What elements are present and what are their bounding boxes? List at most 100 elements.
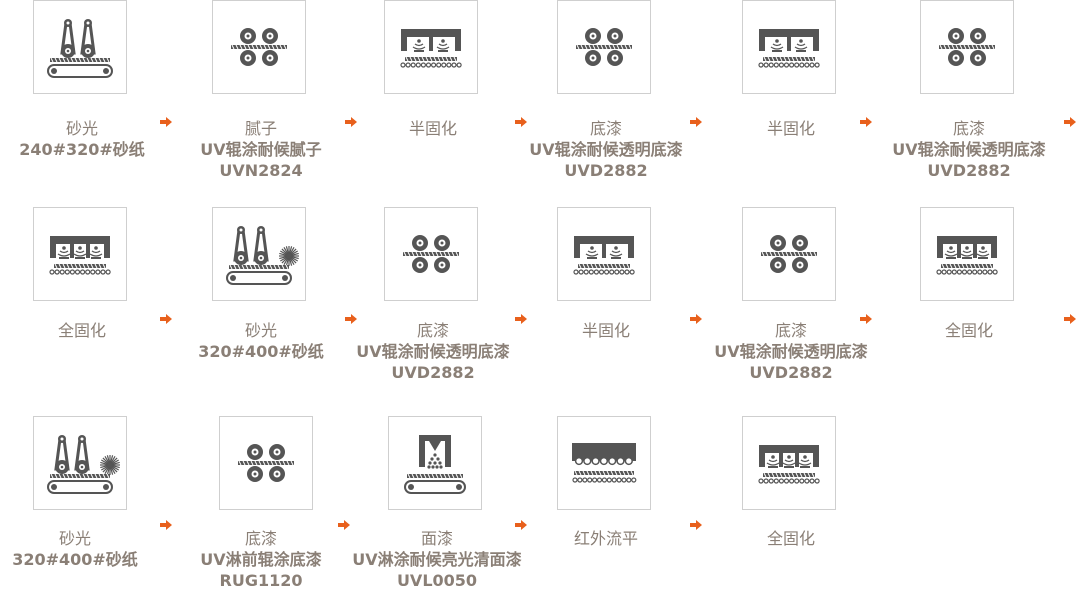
flow-arrow-icon <box>345 314 357 324</box>
step-label: 底漆 UV辊涂耐候透明底漆 UVD2882 <box>496 118 716 181</box>
step-icon-box <box>33 207 127 301</box>
step-detail: UVD2882 <box>564 161 648 180</box>
step-name: 底漆 <box>416 321 449 340</box>
step-name: 底漆 <box>244 529 277 548</box>
flow-arrow-icon <box>690 520 702 530</box>
sander-brush-icon <box>47 435 120 494</box>
step-name: 底漆 <box>774 321 807 340</box>
flow-arrow-icon <box>160 117 172 127</box>
step-detail: UV淋前辊涂底漆 <box>200 550 322 569</box>
uv-lamp-2-icon <box>758 29 820 68</box>
step-name: 红外流平 <box>573 529 638 548</box>
step-label: 红外流平 <box>496 528 716 549</box>
step-label: 砂光 320#400#砂纸 <box>151 320 371 362</box>
sander-belt-icon <box>47 19 113 78</box>
flow-arrow-icon <box>515 314 527 324</box>
step-name: 半固化 <box>408 119 457 138</box>
step-icon-box <box>384 0 478 94</box>
flow-arrow-icon <box>515 117 527 127</box>
step-icon-box <box>557 416 651 510</box>
step-detail: RUG1120 <box>219 571 303 590</box>
step-icon-box <box>212 0 306 94</box>
step-label: 面漆 UV淋涂耐候亮光清面漆 UVL0050 <box>327 528 547 591</box>
flow-arrow-icon <box>860 117 872 127</box>
step-name: 半固化 <box>766 119 815 138</box>
roller-coater-icon <box>238 444 294 482</box>
step-detail: UV辊涂耐候透明底漆 <box>529 140 683 159</box>
roller-coater-icon <box>231 28 287 66</box>
flow-arrow-icon <box>338 520 350 530</box>
step-icon-box <box>557 0 651 94</box>
step-label: 腻子 UV辊涂耐候腻子 UVN2824 <box>151 118 371 181</box>
step-icon-box <box>742 416 836 510</box>
step-detail: UV辊涂耐候透明底漆 <box>892 140 1046 159</box>
step-label: 砂光 320#400#砂纸 <box>0 528 185 570</box>
step-name: 砂光 <box>58 529 91 548</box>
step-detail: UV辊涂耐候腻子 <box>200 140 322 159</box>
uv-lamp-3-icon <box>758 445 820 484</box>
uv-lamp-2-icon <box>400 29 462 68</box>
step-label: 半固化 <box>323 118 543 139</box>
step-detail: UVD2882 <box>927 161 1011 180</box>
step-detail: UVL0050 <box>396 571 478 590</box>
roller-coater-icon <box>939 28 995 66</box>
step-detail: 320#400#砂纸 <box>12 550 138 569</box>
step-name: 砂光 <box>65 119 98 138</box>
step-icon-box <box>33 416 127 510</box>
step-icon-box <box>920 0 1014 94</box>
step-detail: UVD2882 <box>749 363 833 382</box>
step-icon-box <box>33 0 127 94</box>
roller-coater-icon <box>761 235 817 273</box>
roller-coater-icon <box>403 235 459 273</box>
step-icon-box <box>742 0 836 94</box>
sander-brush-icon <box>226 226 299 285</box>
uv-lamp-3-icon <box>936 236 998 275</box>
step-icon-box <box>557 207 651 301</box>
step-detail: UV辊涂耐候透明底漆 <box>356 342 510 361</box>
step-detail: UV淋涂耐候亮光清面漆 <box>352 550 522 569</box>
step-label: 底漆 UV辊涂耐候透明底漆 UVD2882 <box>681 320 901 383</box>
step-label: 半固化 <box>496 320 716 341</box>
step-name: 底漆 <box>952 119 985 138</box>
step-icon-box <box>742 207 836 301</box>
flow-arrow-icon <box>515 520 527 530</box>
uv-lamp-2-icon <box>573 236 635 275</box>
step-name: 腻子 <box>244 119 277 138</box>
step-label: 砂光 240#320#砂纸 <box>0 118 192 160</box>
step-label: 底漆 UV淋前辊涂底漆 RUG1120 <box>151 528 371 591</box>
roller-coater-icon <box>576 28 632 66</box>
uv-lamp-3-icon <box>49 236 111 275</box>
flow-arrow-icon <box>860 314 872 324</box>
step-label: 全固化 <box>681 528 901 549</box>
flow-arrow-icon <box>345 117 357 127</box>
step-detail: UVN2824 <box>219 161 303 180</box>
step-label: 半固化 <box>681 118 901 139</box>
step-detail: UVD2882 <box>391 363 475 382</box>
step-icon-box <box>388 416 482 510</box>
step-name: 底漆 <box>589 119 622 138</box>
flow-arrow-icon <box>160 520 172 530</box>
step-name: 面漆 <box>420 529 453 548</box>
step-name: 砂光 <box>244 321 277 340</box>
step-label: 底漆 UV辊涂耐候透明底漆 UVD2882 <box>323 320 543 383</box>
flow-arrow-icon <box>160 314 172 324</box>
step-icon-box <box>219 416 313 510</box>
curtain-coater-icon <box>404 435 466 494</box>
flow-arrow-icon <box>690 117 702 127</box>
step-name: 全固化 <box>944 321 993 340</box>
step-name: 半固化 <box>581 321 630 340</box>
infrared-leveling-icon <box>572 443 637 483</box>
step-icon-box <box>212 207 306 301</box>
step-label: 全固化 <box>859 320 1079 341</box>
step-detail: UV辊涂耐候透明底漆 <box>714 342 868 361</box>
step-icon-box <box>920 207 1014 301</box>
step-name: 全固化 <box>57 321 106 340</box>
flow-arrow-icon <box>1064 117 1076 127</box>
step-detail: 240#320#砂纸 <box>19 140 145 159</box>
step-icon-box <box>384 207 478 301</box>
step-label: 全固化 <box>0 320 192 341</box>
step-name: 全固化 <box>766 529 815 548</box>
flow-arrow-icon <box>690 314 702 324</box>
step-label: 底漆 UV辊涂耐候透明底漆 UVD2882 <box>859 118 1079 181</box>
step-detail: 320#400#砂纸 <box>198 342 324 361</box>
